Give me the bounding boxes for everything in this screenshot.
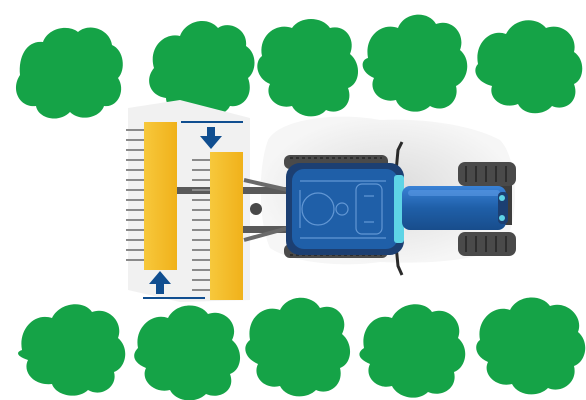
hitch-link-lower	[243, 226, 289, 242]
tree-canopy-icon	[245, 297, 351, 397]
engine-hood	[402, 186, 506, 230]
left-blade-teeth	[126, 129, 146, 261]
windshield	[394, 175, 404, 243]
tree-canopy-icon	[362, 14, 468, 112]
arrow-up-icon	[143, 271, 205, 299]
tree-canopy-icon	[257, 19, 359, 117]
hitch-bar-bottom	[232, 226, 290, 233]
hood-stripe	[408, 190, 500, 196]
front-tire-top	[458, 162, 516, 186]
tree-canopy-icon	[359, 304, 466, 398]
left-mower-blade	[144, 122, 177, 270]
hitch-pivot	[250, 203, 262, 215]
roof-detail	[299, 180, 386, 239]
tree-row-top	[15, 14, 583, 119]
mower-implement	[126, 122, 290, 300]
tree-canopy-icon	[18, 304, 126, 396]
tree-canopy-icon	[149, 21, 255, 116]
tree-row-bottom	[18, 297, 586, 400]
roll-bar-top	[394, 141, 404, 173]
tree-canopy-icon	[475, 20, 583, 114]
arrow-down-icon	[181, 121, 243, 149]
tree-canopy-icon	[15, 27, 123, 119]
right-blade-teeth	[192, 159, 212, 291]
tree-canopy-icon	[134, 305, 240, 400]
right-mower-blade	[210, 152, 243, 300]
headlight-top	[499, 195, 505, 201]
tree-canopy-icon	[476, 297, 586, 395]
headlight-bottom	[499, 215, 505, 221]
front-tire-bottom	[458, 232, 516, 256]
hitch-link-upper	[243, 178, 289, 192]
tractor-top-view-icon	[284, 141, 516, 276]
cab-roof	[292, 169, 398, 249]
